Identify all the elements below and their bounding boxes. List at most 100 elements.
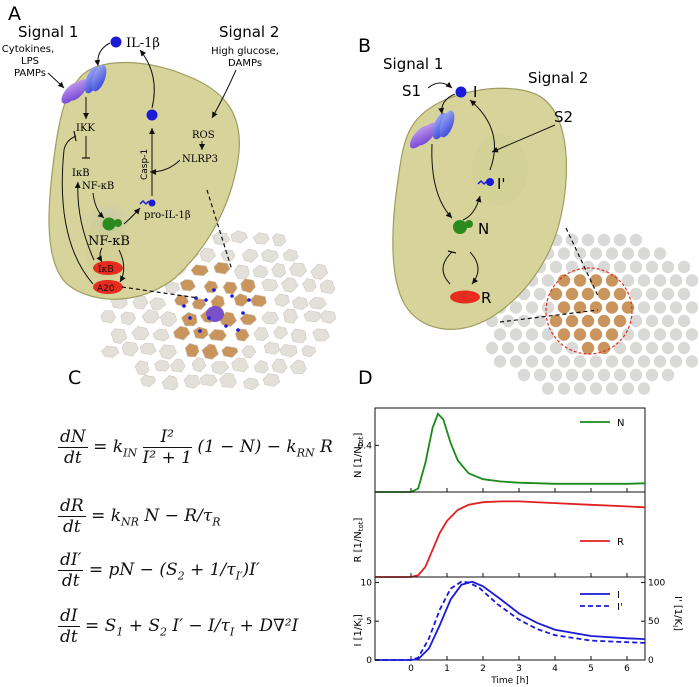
nlrp3-to-casp1-arrow [149,159,181,175]
lattice-cell [605,247,619,260]
legend-label-2-0: I [617,590,620,601]
lattice-cell [677,314,691,328]
eq4-sub-b: 2 [160,625,168,639]
tissue-cell [213,261,231,275]
tissue-cell [272,233,287,247]
ikk-label: IKK [76,123,95,134]
a20-inhibit-bar [73,130,77,142]
il1b-intracellular-icon [146,109,158,121]
tissue-cell [282,248,299,262]
lattice-cell [565,287,579,301]
tissue-cell [184,342,200,358]
lattice-cell [525,301,539,314]
lattice-cell [653,355,667,368]
y2-tick-label: 0 [648,656,654,666]
lattice-cell [661,341,675,355]
il1b-label-a: IL-1β [126,36,160,51]
lattice-cell [589,382,603,395]
il1b-dot [212,288,216,292]
il1b-secretion-arrow [139,49,155,109]
casp1-label: Casp-1 [140,149,150,180]
y2-axis-label-end: ] [672,627,683,631]
lattice-cell [637,382,651,395]
panel-label-a: A [8,3,21,25]
tissue-cell [271,262,286,278]
tissue-cell [241,345,257,359]
lattice-cell [637,355,651,368]
lattice-cell [645,341,659,355]
eq1-lhs-den: dt [64,448,82,468]
tissue-cell [160,311,178,327]
y-axis-label-sub: tot [357,436,365,446]
lattice-cell [533,368,547,382]
tissue-cell [140,374,157,388]
il1b-dot [241,311,245,315]
receptor-to-n-arrow [431,143,453,219]
lattice-cell [637,328,651,341]
tissue-cell [199,247,216,263]
lattice-cell [541,382,555,395]
iprime-squiggle-icon [477,179,488,186]
tissue-cell [203,280,219,294]
lattice-cell [669,328,683,341]
tissue-cell [273,326,288,340]
eq4-lhs-den: dt [59,627,78,647]
signal1-title-b: Signal 1 [383,55,443,73]
n-molecule-icon-small [465,220,473,228]
tissue-cell [252,264,269,279]
tissue-cell [208,328,227,342]
tissue-cell [221,345,239,358]
eq2-lhs-num: dR [58,496,86,517]
lattice-cell [669,274,683,287]
tissue-cell [158,344,178,360]
tissue-cell [141,309,160,324]
lattice-cell [621,274,635,287]
il1b-dot [247,298,251,302]
tissue-a [99,230,337,391]
tissue-cell [241,248,259,263]
tissue-cell [242,377,260,391]
tissue-cell [220,249,236,262]
tissue-cell [261,249,279,263]
il1b-dot [207,316,211,320]
tissue-cell [212,231,231,246]
lattice-cell [493,328,507,341]
lattice-cell [645,314,659,328]
y2-axis-label-sub: I [671,625,679,627]
signal1-sub-a-0: Cytokines, [2,44,54,55]
lattice-cell [485,341,499,355]
tissue-cell [161,375,179,391]
a20-label: A20 [97,284,115,294]
signal2-arrow-a [211,69,237,119]
lattice-cell [613,260,627,274]
nfkb-to-a20-arrow [118,249,126,283]
eq2-part-a: = k [91,506,122,526]
plot-frame-2 [374,576,646,661]
equation-iprime: dI′ dt = pN − (S2 + 1/τI′)I′ [58,550,260,591]
tissue-cell [302,278,317,292]
y-axis-label-main: I [1/K [353,620,364,647]
tissue-cell [290,328,307,344]
lattice-cell [621,328,635,341]
signal2-title-b: Signal 2 [528,69,588,87]
y2-axis-label-main: I' [1/K [672,596,683,626]
eq1-frac-den: I² + 1 [142,448,192,468]
s2-arrow [491,124,556,153]
nfkb-translocation-arrow [92,192,105,219]
n-label: N [478,220,489,238]
lattice-cell [613,368,627,382]
tissue-cell [263,341,280,355]
i-binding-arrow [438,93,456,115]
lattice-cell [597,233,611,247]
lattice-cell [525,355,539,368]
y-axis-label-0: N [1/Ntot] [353,432,365,478]
eq3-part-a: = pN − (S [88,560,178,580]
x-tick-label: 1 [444,664,450,674]
lattice-cell [581,341,595,355]
lattice-cell [685,274,699,287]
tissue-cell [301,345,317,358]
tissue-cell [154,359,170,372]
lattice-cell [541,301,555,314]
eq4-lhs-num: dI [58,606,80,627]
